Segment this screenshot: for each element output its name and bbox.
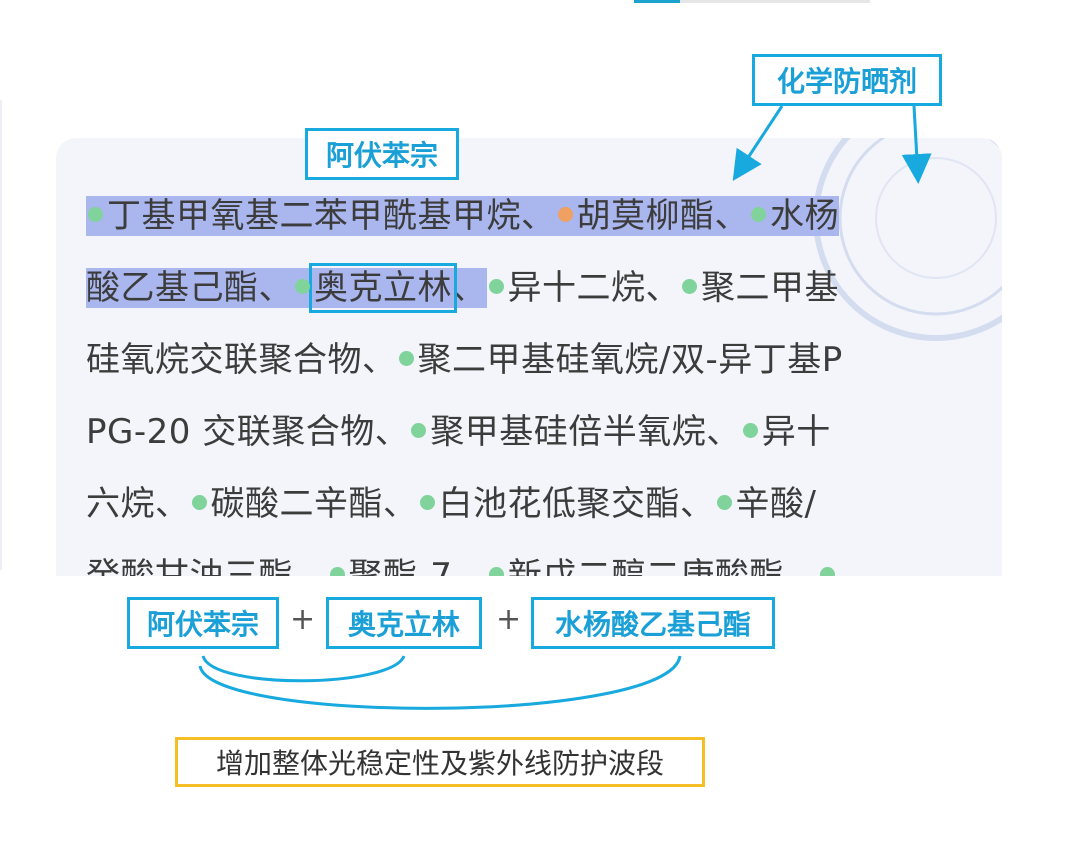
ingredient-line-5: 六烷、碳酸二辛酯、白池花低聚交酯、辛酸/ [86, 468, 986, 540]
dot-icon [295, 279, 310, 294]
dot-icon [716, 495, 732, 510]
ingredient-text-segment: 辛酸/ [735, 484, 817, 524]
ingredient-text-segment: 聚二甲基硅氧烷/双-异丁基P [417, 340, 843, 380]
ingredient-text-segment: 水杨 [770, 196, 839, 236]
ingredient-text-segment: 聚甲基硅倍半氧烷、 [430, 412, 741, 452]
dot-icon [751, 207, 766, 222]
dot-icon [88, 207, 103, 222]
ingredient-line-3: 硅氧烷交联聚合物、聚二甲基硅氧烷/双-异丁基P [86, 324, 986, 396]
avobenzone-label: 阿伏苯宗 [305, 128, 459, 180]
ingredient-text-segment: 、 [452, 268, 487, 308]
ingredient-text-segment: 癸酸甘油三酯、 [86, 556, 328, 576]
ingredient-text-segment: 异十 [761, 412, 831, 452]
ingredient-text-segment: 新戊二醇二庚酸酯、 [507, 556, 819, 576]
ingredient-line-6-cut: 癸酸甘油三酯、聚酯-7、新戊二醇二庚酸酯、 [86, 540, 986, 576]
ingredient-list-card: 丁基甲氧基二苯甲酰基甲烷、胡莫柳酯、水杨 酸乙基己酯、奥克立林、异十二烷、聚二甲… [56, 138, 1002, 576]
plus-sign: + [290, 602, 316, 637]
ingredient-text: 丁基甲氧基二苯甲酰基甲烷、胡莫柳酯、水杨 酸乙基己酯、奥克立林、异十二烷、聚二甲… [86, 180, 986, 576]
dot-icon [682, 279, 697, 294]
ingredient-text-segment: PG-20 交联聚合物、 [86, 412, 410, 452]
ingredient-line-1: 丁基甲氧基二苯甲酰基甲烷、胡莫柳酯、水杨 [86, 180, 986, 252]
bracket-short [201, 655, 406, 683]
chemical-sunscreen-label: 化学防晒剂 [752, 54, 942, 106]
top-tab-fragment [634, 0, 870, 3]
dot-icon [411, 423, 427, 438]
dot-icon [820, 567, 836, 576]
ingredient-line-4: PG-20 交联聚合物、聚甲基硅倍半氧烷、异十 [86, 396, 986, 468]
highlighted-span: 丁基甲氧基二苯甲酰基甲烷、胡莫柳酯、水杨 [86, 196, 839, 236]
plus-sign: + [496, 602, 522, 637]
octocrylene-boxed: 奥克立林 [309, 263, 457, 313]
conclusion-box: 增加整体光稳定性及紫外线防护波段 [175, 737, 705, 787]
dot-icon [488, 567, 504, 576]
combo-item-avobenzone: 阿伏苯宗 [127, 597, 279, 649]
dot-icon [191, 495, 207, 510]
dot-icon [398, 351, 414, 366]
ingredient-text-segment: 丁基甲氧基二苯甲酰基甲烷、 [107, 196, 556, 236]
dot-icon [742, 423, 758, 438]
ingredient-text-segment: 胡莫柳酯、 [576, 196, 749, 236]
ingredient-text-segment: 硅氧烷交联聚合物、 [86, 340, 397, 380]
dot-icon [329, 567, 345, 576]
ingredient-text-segment: 酸乙基己酯、 [86, 268, 293, 308]
ingredient-line-2: 酸乙基己酯、奥克立林、异十二烷、聚二甲基 [86, 252, 986, 324]
dot-icon [419, 495, 435, 510]
ingredient-text-segment: 白池花低聚交酯、 [438, 484, 715, 524]
bracket-long [198, 655, 682, 710]
left-edge-divider [0, 100, 2, 570]
highlighted-span: 酸乙基己酯、奥克立林、 [86, 263, 487, 313]
combo-item-octocrylene: 奥克立林 [326, 597, 482, 649]
ingredient-text-segment: 聚二甲基 [701, 268, 839, 308]
ingredient-text-segment: 六烷、 [86, 484, 190, 524]
ingredient-text-segment: 碳酸二辛酯、 [210, 484, 418, 524]
ingredient-text-segment: 聚酯-7、 [348, 556, 487, 576]
combo-item-octisalate: 水杨酸乙基己酯 [531, 597, 775, 649]
dot-icon [488, 279, 504, 294]
dot-icon [557, 207, 573, 222]
ingredient-text-segment: 异十二烷、 [507, 268, 680, 308]
